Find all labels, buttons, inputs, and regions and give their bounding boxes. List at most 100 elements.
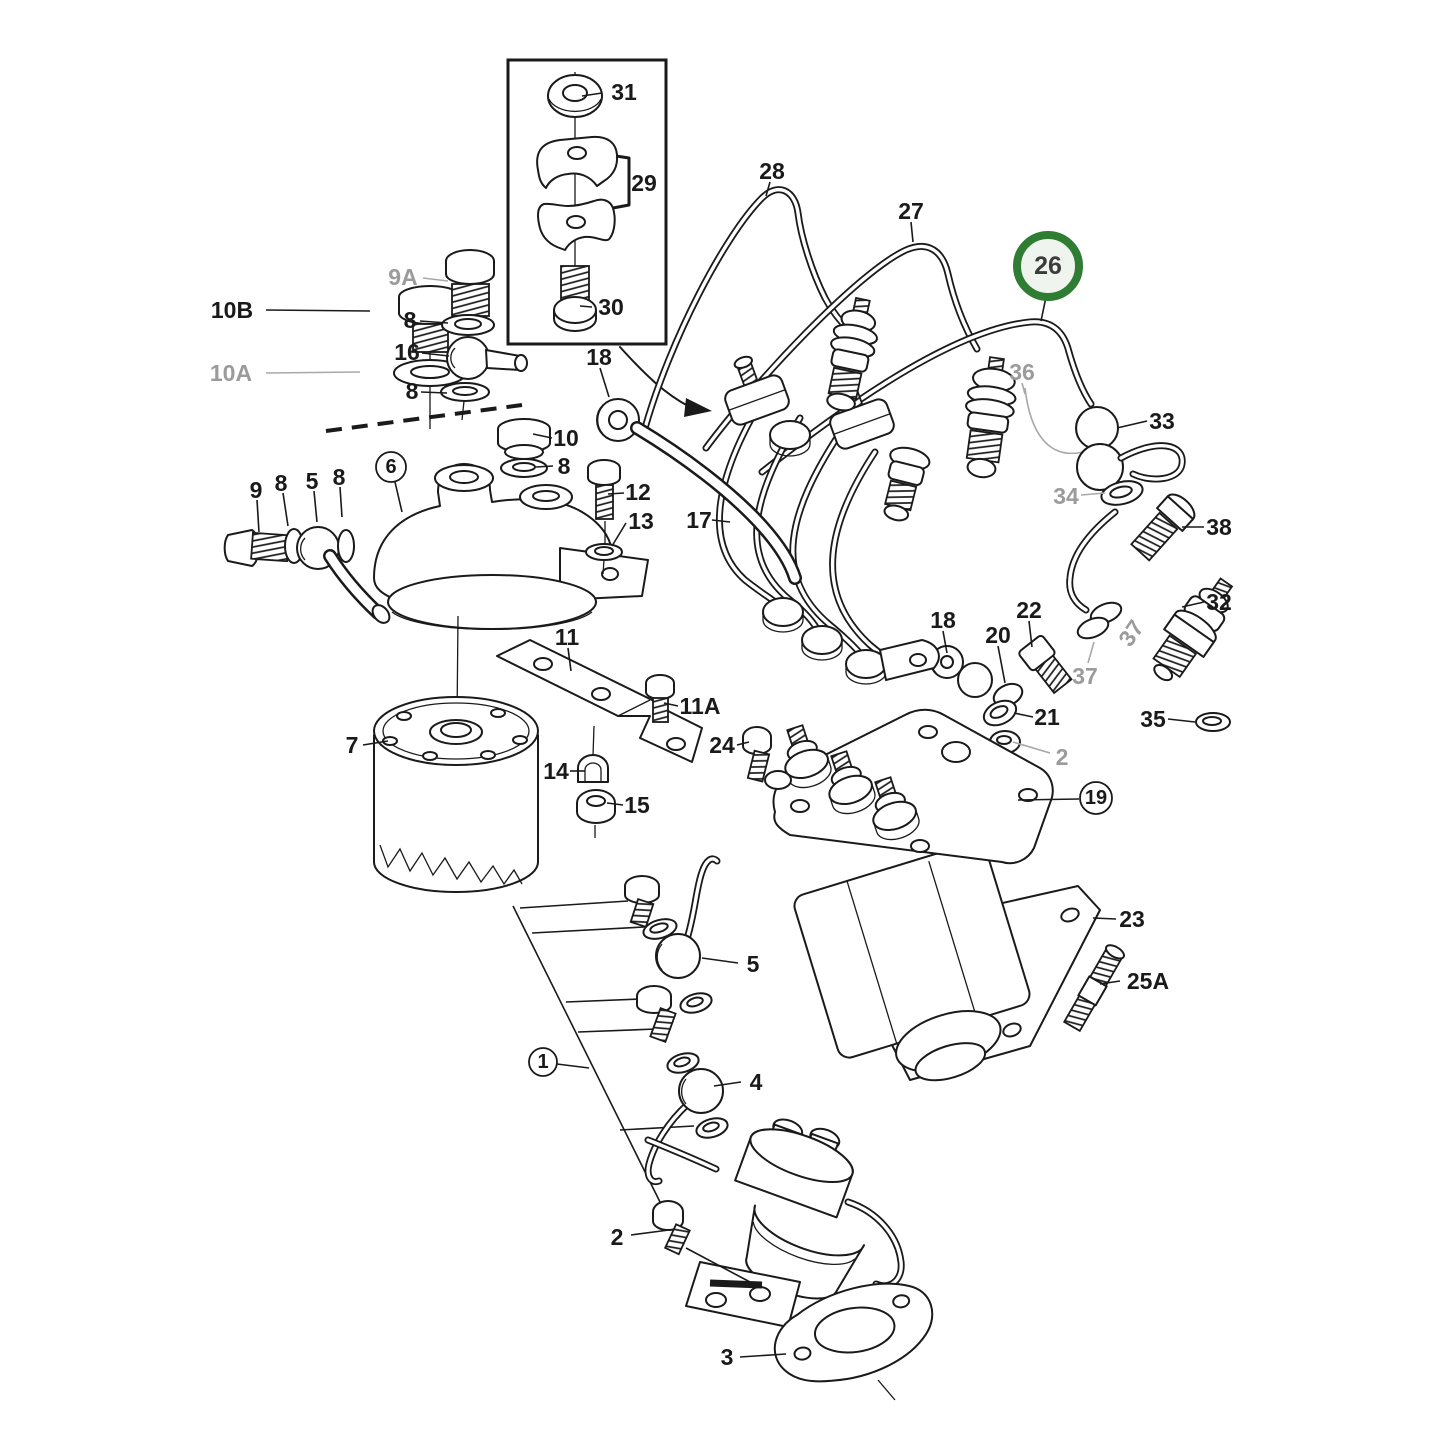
part-label-14: 14	[543, 758, 569, 784]
injector-mid	[826, 296, 879, 412]
part-label-27: 27	[898, 198, 924, 224]
part-label-1: 1	[537, 1051, 548, 1073]
clip-14	[577, 754, 609, 783]
leader-18b	[942, 630, 948, 654]
washer-37-lower	[1076, 616, 1110, 640]
dashed-reference-line	[325, 403, 523, 433]
leader-9	[256, 499, 260, 533]
leader-11	[567, 647, 572, 672]
leader-8a	[419, 320, 449, 324]
leader-11A	[663, 702, 679, 707]
pump-bolt-a	[941, 741, 971, 763]
bracket-assembly	[496, 639, 703, 838]
leader-36	[1021, 382, 1026, 395]
filter-head-skirt	[387, 574, 597, 630]
leader-10A	[265, 371, 361, 374]
arrow-head	[684, 398, 712, 417]
banjo-fitting-16	[446, 336, 490, 380]
banjo-18b	[957, 662, 993, 698]
leader-5b	[701, 957, 739, 964]
leader-25A	[1099, 980, 1121, 985]
return-line-fittings	[930, 634, 1073, 754]
leader-27	[910, 221, 914, 243]
part-label-8a: 8	[404, 307, 417, 333]
leader-30	[579, 305, 593, 308]
union-nut-2	[801, 625, 843, 655]
leader-24	[736, 741, 750, 746]
callout-circle-19	[1079, 781, 1113, 815]
leader-17	[711, 519, 731, 523]
part-label-10A: 10A	[210, 360, 252, 386]
filter-head-plugs	[325, 249, 528, 433]
banjo-bolt-38	[1066, 493, 1196, 640]
leader-1	[556, 1063, 590, 1069]
delivery-valve-3	[872, 776, 920, 841]
bracket-11	[496, 639, 703, 763]
washer-8-left2	[337, 529, 355, 563]
pump-bolt-b	[764, 770, 792, 790]
part-label-38: 38	[1206, 514, 1232, 540]
part-label-37b: 37	[1113, 615, 1149, 651]
part-label-8c: 8	[275, 470, 288, 496]
part-label-18b: 18	[930, 607, 956, 633]
leader-33	[1116, 420, 1148, 429]
leader-12	[607, 492, 625, 495]
injector-36	[965, 356, 1017, 479]
part-label-11A: 11A	[680, 693, 721, 719]
part-label-18a: 18	[586, 344, 612, 370]
part-label-8e: 8	[558, 453, 571, 479]
part-label-37a: 37	[1072, 663, 1098, 689]
part-label-19: 19	[1085, 787, 1107, 809]
leader-10B	[265, 309, 371, 312]
part-label-34: 34	[1053, 483, 1079, 509]
part-label-36: 36	[1009, 359, 1035, 385]
leader-19	[1017, 798, 1080, 801]
part-label-28: 28	[759, 158, 785, 184]
part-label-16: 16	[394, 339, 420, 365]
leader-16	[421, 352, 450, 357]
part-label-33: 33	[1149, 408, 1175, 434]
part-label-2: 2	[611, 1224, 624, 1250]
leader-34	[1080, 492, 1106, 496]
leader-8d	[339, 486, 343, 518]
stud-25A	[1062, 944, 1126, 1033]
callout-circle-1	[528, 1047, 558, 1077]
part-label-10B: 10B	[211, 297, 253, 323]
part-label-8d: 8	[333, 464, 346, 490]
part-label-32: 32	[1206, 589, 1232, 615]
banjo-33	[1076, 443, 1124, 491]
leader-10	[532, 433, 553, 439]
leader-21	[1013, 712, 1034, 718]
banjo-5b	[655, 933, 701, 979]
part-label-5a: 5	[306, 468, 319, 494]
leader-28	[765, 181, 771, 197]
part-label-21: 21	[1034, 704, 1060, 730]
gasket-3	[773, 1282, 934, 1383]
leader-13	[611, 522, 627, 547]
leader-2g	[1012, 741, 1051, 754]
clamp-kit-inset	[506, 58, 712, 417]
part-label-4: 4	[750, 1069, 763, 1095]
part-label-17: 17	[686, 507, 712, 533]
bracket-29	[612, 154, 631, 210]
clamp-upper-29	[536, 135, 619, 189]
leader-20	[997, 645, 1006, 684]
part-label-12: 12	[625, 479, 651, 505]
part-label-31: 31	[611, 79, 637, 105]
union-nut-1	[762, 597, 804, 627]
leader-2	[630, 1229, 670, 1236]
part-label-22: 22	[1016, 597, 1042, 623]
leader-4	[713, 1081, 742, 1087]
part-label-24: 24	[709, 732, 735, 758]
leader-9A	[422, 277, 449, 282]
leader-23	[1092, 917, 1117, 920]
leader-7	[362, 740, 389, 746]
banjo-4	[678, 1068, 724, 1114]
injector-mid2	[883, 446, 931, 522]
leader-26	[1040, 296, 1047, 322]
hose-18-left	[596, 398, 802, 585]
part-label-23: 23	[1119, 906, 1145, 932]
part-label-10: 10	[553, 425, 579, 451]
